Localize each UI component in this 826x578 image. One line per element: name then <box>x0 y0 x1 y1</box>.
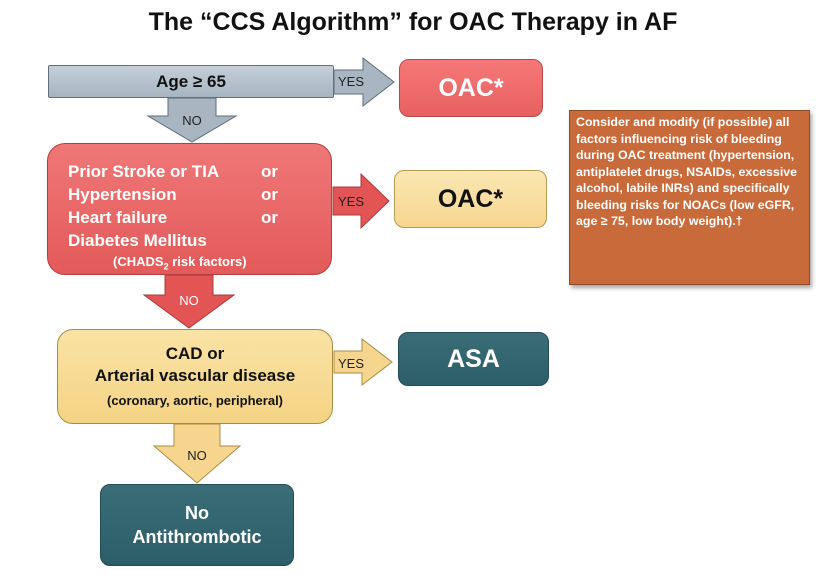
oac-outcome-2: OAC* <box>394 170 547 228</box>
risk-row-heart-failure: Heart failure or <box>68 206 331 229</box>
cad-line-1: CAD or <box>165 343 225 363</box>
yes-label-2: YES <box>337 194 364 209</box>
bleeding-risk-text: Consider and modify (if possible) all fa… <box>576 115 798 228</box>
asa-outcome: ASA <box>398 332 549 386</box>
no-arrow-3 <box>152 423 242 484</box>
no-label-3: NO <box>187 448 207 463</box>
risk-diabetes: Diabetes Mellitus <box>68 231 207 250</box>
cad-note: (coronary, aortic, peripheral) <box>106 392 284 408</box>
no-label-2: NO <box>179 293 199 308</box>
no-label-1: NO <box>182 113 202 128</box>
age-criterion-text: Age ≥ 65 <box>156 71 226 91</box>
risk-or-3: or <box>261 208 278 227</box>
no-antithrombotic-line-2: Antithrombotic <box>132 527 262 547</box>
risk-or-1: or <box>261 162 278 181</box>
risk-row-hypertension: Hypertension or <box>68 183 331 206</box>
yes-arrow-2 <box>332 172 390 230</box>
risk-or-2: or <box>261 185 278 204</box>
no-antithrombotic-outcome: No Antithrombotic <box>100 484 294 566</box>
oac-outcome-1: OAC* <box>399 59 543 117</box>
yes-label-1: YES <box>337 74 364 89</box>
chads2-risk-box: Prior Stroke or TIA or Hypertension or H… <box>47 143 332 275</box>
cad-line-2: Arterial vascular disease <box>94 365 296 385</box>
no-arrow-2 <box>142 274 236 329</box>
chads2-note: (CHADS2 risk factors) <box>68 254 331 275</box>
chads2-note-prefix: (CHADS <box>113 254 164 269</box>
oac-outcome-2-label: OAC* <box>437 184 504 213</box>
asa-outcome-label: ASA <box>447 344 500 373</box>
risk-row-diabetes: Diabetes Mellitus <box>68 229 331 252</box>
yes-label-3: YES <box>337 356 364 371</box>
risk-row-stroke: Prior Stroke or TIA or <box>68 160 331 183</box>
chads2-note-subscript: 2 <box>163 261 169 272</box>
no-arrow-1 <box>146 97 238 143</box>
cad-criterion-box: CAD or Arterial vascular disease (corona… <box>57 329 333 424</box>
chads2-note-suffix: risk factors) <box>168 254 247 269</box>
yes-arrow-1 <box>333 56 395 108</box>
page-title: The “CCS Algorithm” for OAC Therapy in A… <box>148 8 678 36</box>
oac-outcome-1-label: OAC* <box>438 73 504 102</box>
risk-stroke-tia: Prior Stroke or TIA <box>68 162 220 181</box>
yes-arrow-3 <box>333 337 393 387</box>
age-criterion-box: Age ≥ 65 <box>48 65 334 98</box>
no-antithrombotic-line-1: No <box>185 503 209 523</box>
bleeding-risk-note: Consider and modify (if possible) all fa… <box>569 110 810 285</box>
risk-heart-failure: Heart failure <box>68 208 168 227</box>
risk-hypertension: Hypertension <box>68 185 177 204</box>
